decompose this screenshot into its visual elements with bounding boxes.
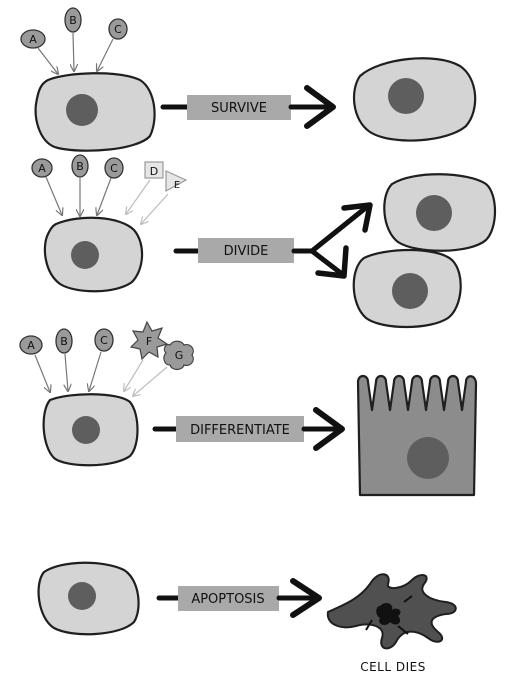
chromatin-fragment bbox=[365, 595, 413, 635]
signal-arrow bbox=[89, 351, 102, 391]
arrowhead bbox=[304, 85, 336, 129]
signal-arrow bbox=[65, 353, 68, 391]
nucleus bbox=[72, 416, 100, 444]
signal-molecule-c: C bbox=[108, 18, 128, 40]
cell-differentiate-source bbox=[42, 393, 139, 467]
nucleus bbox=[388, 78, 424, 114]
process-label-divide: DIVIDE bbox=[224, 244, 269, 259]
signal-arrow bbox=[73, 32, 74, 71]
signal-label-d: D bbox=[150, 165, 158, 178]
signal-label-c: C bbox=[114, 23, 122, 36]
signal-arrow bbox=[124, 359, 144, 391]
cell-apoptosis-source bbox=[37, 561, 140, 636]
nucleus bbox=[416, 195, 452, 231]
signal-molecule-f: F bbox=[129, 320, 169, 361]
cell-divide-source bbox=[43, 216, 144, 293]
arrowhead bbox=[290, 578, 322, 618]
signal-molecule-g: G bbox=[163, 340, 194, 371]
process-label-survive: SURVIVE bbox=[211, 101, 267, 116]
process-label-box bbox=[198, 238, 294, 263]
signal-molecule-b: B bbox=[55, 328, 73, 354]
signal-label-c: C bbox=[110, 162, 118, 175]
signal-label-a: A bbox=[29, 33, 37, 46]
cell-divide-daughter-top bbox=[383, 173, 496, 252]
signal-label-a: A bbox=[27, 339, 35, 352]
process-arrow-survive: SURVIVE bbox=[160, 85, 336, 129]
fragmented-nucleus bbox=[376, 603, 401, 625]
cell-survive-outcome bbox=[353, 57, 477, 142]
process-arrow-apoptosis: APOPTOSIS bbox=[156, 578, 322, 618]
signal-label-c: C bbox=[100, 334, 108, 347]
process-label-box bbox=[187, 95, 291, 120]
arrowhead bbox=[313, 407, 345, 451]
signal-arrow bbox=[126, 179, 151, 214]
signal-arrow bbox=[97, 38, 114, 71]
cell-survive-source bbox=[34, 72, 156, 152]
nucleus bbox=[392, 273, 428, 309]
signal-arrow bbox=[133, 366, 168, 396]
row-divide: A B C D E DIVIDE bbox=[31, 154, 496, 329]
row-apoptosis: APOPTOSIS CELL DIES bbox=[37, 561, 457, 674]
process-arrow-divide: DIVIDE bbox=[173, 202, 373, 279]
nucleus bbox=[66, 94, 98, 126]
signal-label-e: E bbox=[174, 180, 180, 191]
signal-molecule-a: A bbox=[31, 158, 53, 178]
nucleus bbox=[407, 437, 449, 479]
signal-arrow bbox=[37, 47, 58, 74]
row-survive: A B C SURVIVE bbox=[20, 7, 477, 152]
signal-molecule-a: A bbox=[19, 335, 43, 355]
signal-label-g: G bbox=[175, 349, 184, 362]
signal-molecule-b: B bbox=[71, 154, 89, 178]
signal-label-a: A bbox=[38, 162, 46, 175]
signal-arrow bbox=[34, 354, 50, 392]
signal-arrow bbox=[97, 177, 112, 215]
signal-molecule-e: E bbox=[165, 170, 188, 193]
nucleus bbox=[68, 582, 96, 610]
nucleus bbox=[71, 241, 99, 269]
outcome-caption-cell-dies: CELL DIES bbox=[360, 660, 426, 674]
arrowhead bbox=[341, 202, 373, 233]
process-arrow-differentiate: DIFFERENTIATE bbox=[152, 407, 345, 451]
process-label-apoptosis: APOPTOSIS bbox=[191, 592, 264, 607]
signal-label-b: B bbox=[76, 160, 84, 173]
cell-differentiated-epithelial bbox=[356, 374, 478, 497]
signal-arrow bbox=[45, 176, 62, 215]
row-differentiate: A B C F G DIFFERENTIATE bbox=[19, 320, 478, 497]
signal-molecule-b: B bbox=[64, 7, 82, 33]
signal-molecule-a: A bbox=[20, 29, 46, 49]
signal-arrow bbox=[141, 193, 169, 224]
process-label-box bbox=[176, 416, 304, 442]
cell-divide-daughter-bottom bbox=[352, 248, 462, 329]
signal-label-b: B bbox=[60, 335, 68, 348]
signal-molecule-d: D bbox=[144, 161, 164, 179]
arrowhead bbox=[315, 245, 349, 279]
signal-label-b: B bbox=[69, 14, 77, 27]
process-label-differentiate: DIFFERENTIATE bbox=[190, 423, 290, 438]
signal-molecule-c: C bbox=[94, 328, 114, 352]
process-label-box bbox=[178, 586, 279, 611]
cell-dying bbox=[326, 573, 457, 650]
signal-molecule-c: C bbox=[104, 157, 124, 179]
signal-label-f: F bbox=[146, 335, 152, 348]
